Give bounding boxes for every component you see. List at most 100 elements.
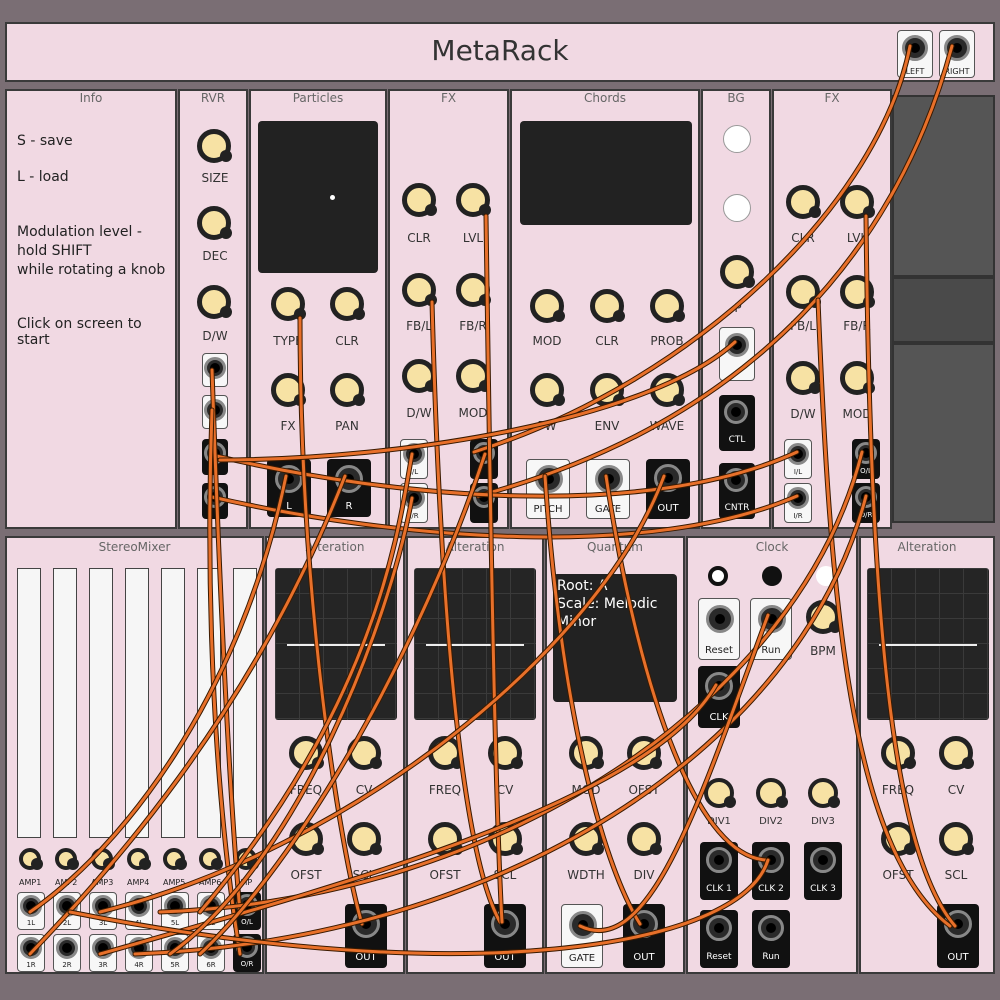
clock-run-output[interactable]: Run bbox=[752, 910, 790, 968]
cable[interactable] bbox=[864, 214, 957, 928]
rvr-dw-knob[interactable] bbox=[197, 285, 232, 319]
fx1-clr-label: CLR bbox=[407, 231, 431, 245]
fx1-clr-knob[interactable] bbox=[402, 183, 437, 217]
mixer-fader-4[interactable] bbox=[125, 568, 149, 838]
chords-mod-knob[interactable] bbox=[530, 289, 565, 323]
rvr-in-l-jack[interactable] bbox=[204, 357, 226, 379]
quantum-div-knob[interactable] bbox=[627, 822, 662, 856]
chords-pitch-jack[interactable] bbox=[535, 465, 563, 493]
bg-button-1[interactable] bbox=[723, 125, 751, 153]
bg-button-2[interactable] bbox=[723, 194, 751, 222]
alteration3-scl-knob[interactable] bbox=[939, 822, 974, 856]
cable[interactable] bbox=[167, 495, 415, 957]
chords-prob-knob[interactable] bbox=[650, 289, 685, 323]
cable[interactable] bbox=[68, 858, 770, 956]
cable[interactable] bbox=[475, 43, 955, 499]
fx1-lvl-knob[interactable] bbox=[456, 183, 491, 217]
cable[interactable] bbox=[28, 474, 347, 956]
alteration3-title: Alteration bbox=[897, 540, 957, 554]
bg-p-knob[interactable] bbox=[720, 255, 755, 289]
cable[interactable] bbox=[217, 339, 738, 463]
rvr-dec-knob[interactable] bbox=[197, 206, 232, 240]
info-line-shift: hold SHIFT bbox=[17, 243, 92, 259]
particles-type-knob[interactable] bbox=[271, 287, 306, 321]
alteration1-cv-knob[interactable] bbox=[347, 736, 382, 770]
cable[interactable] bbox=[208, 408, 242, 956]
cable[interactable] bbox=[209, 493, 800, 540]
mixer-in-2r[interactable]: 2R bbox=[53, 934, 81, 972]
clock-reset-input[interactable]: Reset bbox=[698, 598, 740, 660]
alteration1-scope[interactable] bbox=[275, 568, 397, 720]
bg-ctl-jack[interactable] bbox=[724, 400, 748, 424]
mixer-in-1r-jack[interactable] bbox=[20, 937, 42, 959]
cable[interactable] bbox=[542, 473, 643, 927]
rvr-in-l[interactable] bbox=[202, 353, 228, 387]
chords-pw-knob[interactable] bbox=[530, 373, 565, 407]
cable[interactable] bbox=[168, 496, 414, 956]
alteration3-cv-knob[interactable] bbox=[939, 736, 974, 770]
fx1-fbl-knob[interactable] bbox=[402, 273, 437, 307]
particles-type-label: TYPE bbox=[273, 334, 303, 348]
chords-screen[interactable] bbox=[520, 121, 692, 225]
mixer-fader-1[interactable] bbox=[17, 568, 41, 838]
clock-clk3-output[interactable]: CLK 3 bbox=[804, 842, 842, 900]
cable[interactable] bbox=[198, 452, 414, 914]
alteration1-scl-knob[interactable] bbox=[347, 822, 382, 856]
mixer-amp4-knob[interactable] bbox=[127, 848, 151, 870]
clock-div1-knob[interactable] bbox=[704, 778, 736, 808]
cable[interactable] bbox=[298, 316, 364, 926]
alteration2-scope[interactable] bbox=[414, 568, 536, 720]
chords-gate-input[interactable]: GATE bbox=[586, 459, 630, 519]
particles-pan-knob[interactable] bbox=[330, 373, 365, 407]
cable[interactable] bbox=[472, 44, 912, 454]
cable[interactable] bbox=[28, 474, 288, 914]
mixer-amp2-knob[interactable] bbox=[55, 848, 79, 870]
fx2-dw-knob[interactable] bbox=[786, 361, 821, 395]
fx2-clr-knob[interactable] bbox=[786, 185, 821, 219]
cable[interactable] bbox=[816, 298, 952, 928]
cable[interactable] bbox=[198, 452, 487, 956]
clock-div3-knob[interactable] bbox=[808, 778, 840, 808]
cable[interactable] bbox=[218, 340, 737, 462]
quantum-screen[interactable]: Root: A Scale: Melodic Minor bbox=[553, 574, 677, 702]
particles-screen[interactable] bbox=[258, 121, 378, 273]
clock-run-out-jack[interactable] bbox=[758, 915, 784, 941]
particles-clr-knob[interactable] bbox=[330, 287, 365, 321]
clock-clk1-jack[interactable] bbox=[706, 847, 732, 873]
clock-clk3-jack[interactable] bbox=[810, 847, 836, 873]
cable[interactable] bbox=[297, 315, 365, 927]
mixer-fader-3[interactable] bbox=[89, 568, 113, 838]
mixer-in-6r-label: 6R bbox=[206, 961, 216, 969]
cable[interactable] bbox=[471, 43, 913, 455]
fx2-lvl-knob[interactable] bbox=[840, 185, 875, 219]
fx2-in-l[interactable]: I/L bbox=[784, 439, 812, 479]
cable[interactable] bbox=[98, 683, 718, 956]
cable[interactable] bbox=[158, 450, 864, 914]
rvr-size-knob[interactable] bbox=[197, 129, 232, 163]
mixer-amp6-knob[interactable] bbox=[199, 848, 223, 870]
cable[interactable] bbox=[210, 450, 799, 498]
mixer-fader-2[interactable] bbox=[53, 568, 77, 838]
cable[interactable] bbox=[578, 613, 770, 933]
clock-run-out-label: Run bbox=[762, 952, 780, 962]
mixer-amp5-knob[interactable] bbox=[163, 848, 187, 870]
bg-ctl[interactable]: CTL bbox=[719, 395, 755, 451]
cable[interactable] bbox=[98, 474, 666, 914]
mixer-amp1-knob[interactable] bbox=[19, 848, 43, 870]
cable[interactable] bbox=[210, 368, 242, 914]
cable[interactable] bbox=[543, 474, 642, 926]
cable[interactable] bbox=[133, 494, 868, 956]
clock-reset-jack[interactable] bbox=[706, 605, 734, 633]
cable[interactable] bbox=[484, 214, 504, 924]
clock-div2-knob[interactable] bbox=[756, 778, 788, 808]
clock-clk1-output[interactable]: CLK 1 bbox=[700, 842, 738, 900]
clock-reset-output[interactable]: Reset bbox=[700, 910, 738, 968]
cable[interactable] bbox=[604, 474, 770, 862]
cable[interactable] bbox=[27, 473, 289, 915]
mixer-in-2r-jack[interactable] bbox=[56, 937, 78, 959]
cable[interactable] bbox=[476, 44, 954, 498]
clock-reset-out-jack[interactable] bbox=[706, 915, 732, 941]
cable[interactable] bbox=[157, 449, 865, 915]
cable[interactable] bbox=[210, 494, 799, 539]
chords-clr-knob[interactable] bbox=[590, 289, 625, 323]
